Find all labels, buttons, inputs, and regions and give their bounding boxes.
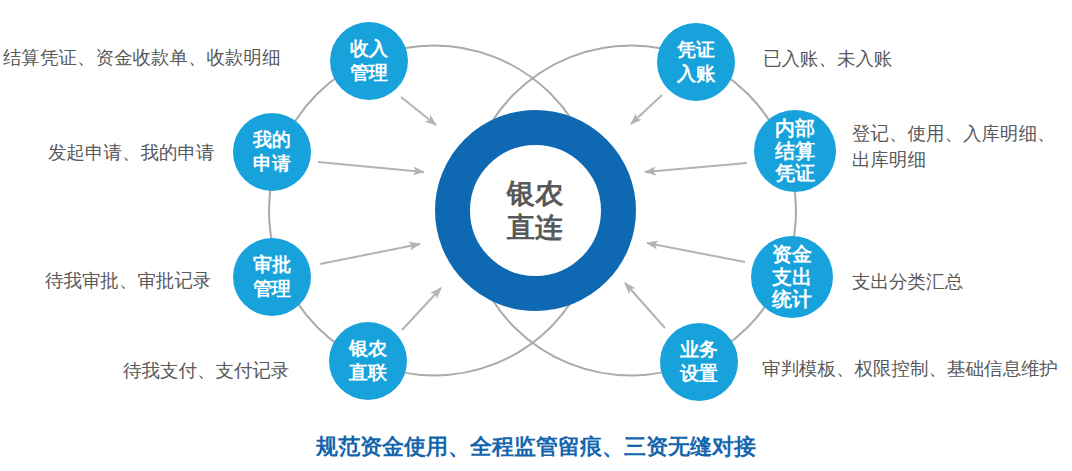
arrow-myapp-to-center — [318, 162, 424, 172]
label-expenditure-detail: 支出分类汇总 — [852, 269, 963, 295]
arrow-directlink-to-center — [402, 288, 441, 330]
label-business-setting-detail: 审判模板、权限控制、基础信息维护 — [762, 356, 1058, 382]
arrow-business-to-center — [625, 283, 665, 328]
node-business-setting: 业务 设置 — [660, 323, 738, 401]
label-approval-detail: 待我审批、审批记录 — [45, 268, 212, 294]
label-my-application-detail: 发起申请、我的申请 — [48, 140, 215, 166]
label-internal-settlement-detail: 登记、使用、入库明细、 出库明细 — [852, 121, 1056, 173]
label-voucher-entry-detail: 已入账、未入账 — [763, 46, 893, 72]
node-my-application: 我的 申请 — [233, 113, 311, 191]
node-fund-expenditure-stats: 资金 支出 统计 — [751, 236, 833, 318]
arrow-voucher-to-center — [631, 95, 662, 124]
label-income-detail: 结算凭证、资金收款单、收款明细 — [3, 45, 281, 71]
node-bank-agri-direct-link: 银农 直联 — [329, 322, 407, 400]
node-approval-management: 审批 管理 — [233, 238, 311, 316]
footer-slogan: 规范资金使用、全程监管留痕、三资无缝对接 — [0, 432, 1072, 462]
node-voucher-entry: 凭证 入账 — [657, 23, 735, 101]
node-internal-settlement-voucher: 内部 结算 凭证 — [754, 110, 836, 192]
arrow-approval-to-center — [320, 244, 420, 264]
center-title: 银农 直连 — [507, 177, 563, 244]
label-payment-detail: 待我支付、支付记录 — [123, 358, 290, 384]
center-ring: 银农 直连 — [435, 110, 636, 311]
arrow-internal-to-center — [645, 163, 747, 172]
node-income-management: 收入 管理 — [330, 22, 408, 100]
arrow-income-to-center — [401, 97, 436, 125]
arrow-expend-to-center — [647, 243, 745, 262]
